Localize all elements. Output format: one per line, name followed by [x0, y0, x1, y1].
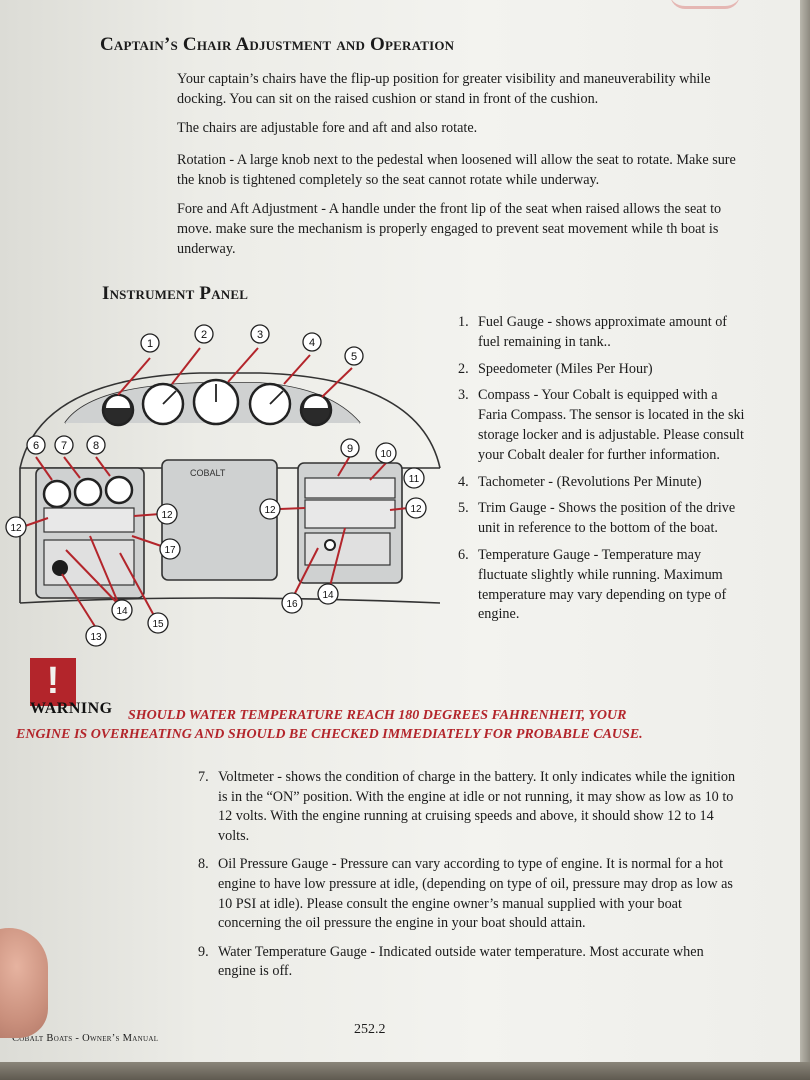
captain-p2: The chairs are adjustable fore and aft a…	[177, 120, 478, 136]
callout-12-right: 12	[410, 504, 422, 515]
captain-p1: Your captain’s chairs have the flip-up p…	[177, 71, 711, 107]
callout-9: 9	[347, 443, 353, 455]
callout-10: 10	[380, 449, 392, 460]
warning-label: WARNING	[30, 700, 113, 717]
callout-14-left: 14	[116, 606, 128, 617]
dash-outline	[19, 372, 441, 469]
list-item: 6.Temperature Gauge - Temperature may fl…	[458, 546, 727, 623]
list-item: 4.Tachometer - (Revolutions Per Minute)	[458, 473, 702, 490]
callout-8: 8	[93, 440, 99, 452]
warning-icon: !	[30, 658, 76, 706]
page-number: 252.2	[354, 1022, 386, 1037]
callout-12-center: 12	[161, 510, 173, 521]
manual-page: Captain’s Chair Adjustment and Operation…	[0, 0, 800, 1062]
captain-p4: Fore and Aft Adjustment - A handle under…	[177, 201, 722, 257]
list-item: 3.Compass - Your Cobalt is equipped with…	[458, 387, 745, 463]
page-edge	[800, 0, 810, 1080]
list-item: 8.Oil Pressure Gauge - Pressure can vary…	[198, 856, 733, 932]
callout-11: 11	[409, 474, 420, 485]
callout-4: 4	[309, 337, 315, 349]
list-item: 2.Speedometer (Miles Per Hour)	[458, 360, 653, 377]
corner-mark	[670, 0, 740, 9]
cobalt-label: COBALT	[190, 468, 226, 478]
instrument-list-upper: 1.Fuel Gauge - shows approximate amount …	[458, 313, 750, 632]
center-panel	[161, 459, 278, 581]
callout-17: 17	[164, 545, 176, 556]
callout-16: 16	[286, 599, 298, 610]
list-item: 7.Voltmeter - shows the condition of cha…	[198, 769, 736, 844]
list-item: 1.Fuel Gauge - shows approximate amount …	[458, 314, 728, 350]
list-item: 5.Trim Gauge - Shows the position of the…	[458, 500, 736, 537]
instrument-panel-heading: Instrument Panel	[102, 283, 249, 304]
temperature-gauge	[42, 479, 72, 509]
callout-3: 3	[257, 329, 263, 341]
callout-14-right: 14	[322, 590, 334, 601]
callout-12-mid: 12	[264, 505, 276, 516]
callout-7: 7	[61, 440, 67, 452]
captain-p3: Rotation - A large knob next to the pede…	[177, 152, 736, 188]
callout-6: 6	[33, 440, 39, 452]
captain-chair-heading: Captain’s Chair Adjustment and Operation	[100, 34, 455, 55]
callout-5: 5	[351, 351, 357, 363]
instrument-list-lower: 7.Voltmeter - shows the condition of cha…	[198, 768, 738, 989]
callout-2: 2	[201, 329, 207, 341]
list-item: 9.Water Temperature Gauge - Indicated ou…	[198, 943, 704, 980]
warning-text-line2: ENGINE IS OVERHEATING AND SHOULD BE CHEC…	[16, 727, 643, 742]
instrument-panel-diagram: COBALT	[5, 324, 441, 647]
footer-manual-title: Cobalt Boats - Owner’s Manual	[12, 1033, 159, 1044]
callout-15: 15	[152, 619, 164, 630]
callout-12-left: 12	[10, 523, 22, 534]
voltmeter	[73, 477, 103, 507]
warning-text-line1: SHOULD WATER TEMPERATURE REACH 180 DEGRE…	[128, 708, 627, 723]
callout-1: 1	[147, 338, 153, 350]
callout-13: 13	[90, 632, 102, 643]
thumb	[0, 928, 48, 1038]
binding-shadow	[0, 1062, 810, 1080]
oil-pressure-gauge	[104, 475, 134, 505]
